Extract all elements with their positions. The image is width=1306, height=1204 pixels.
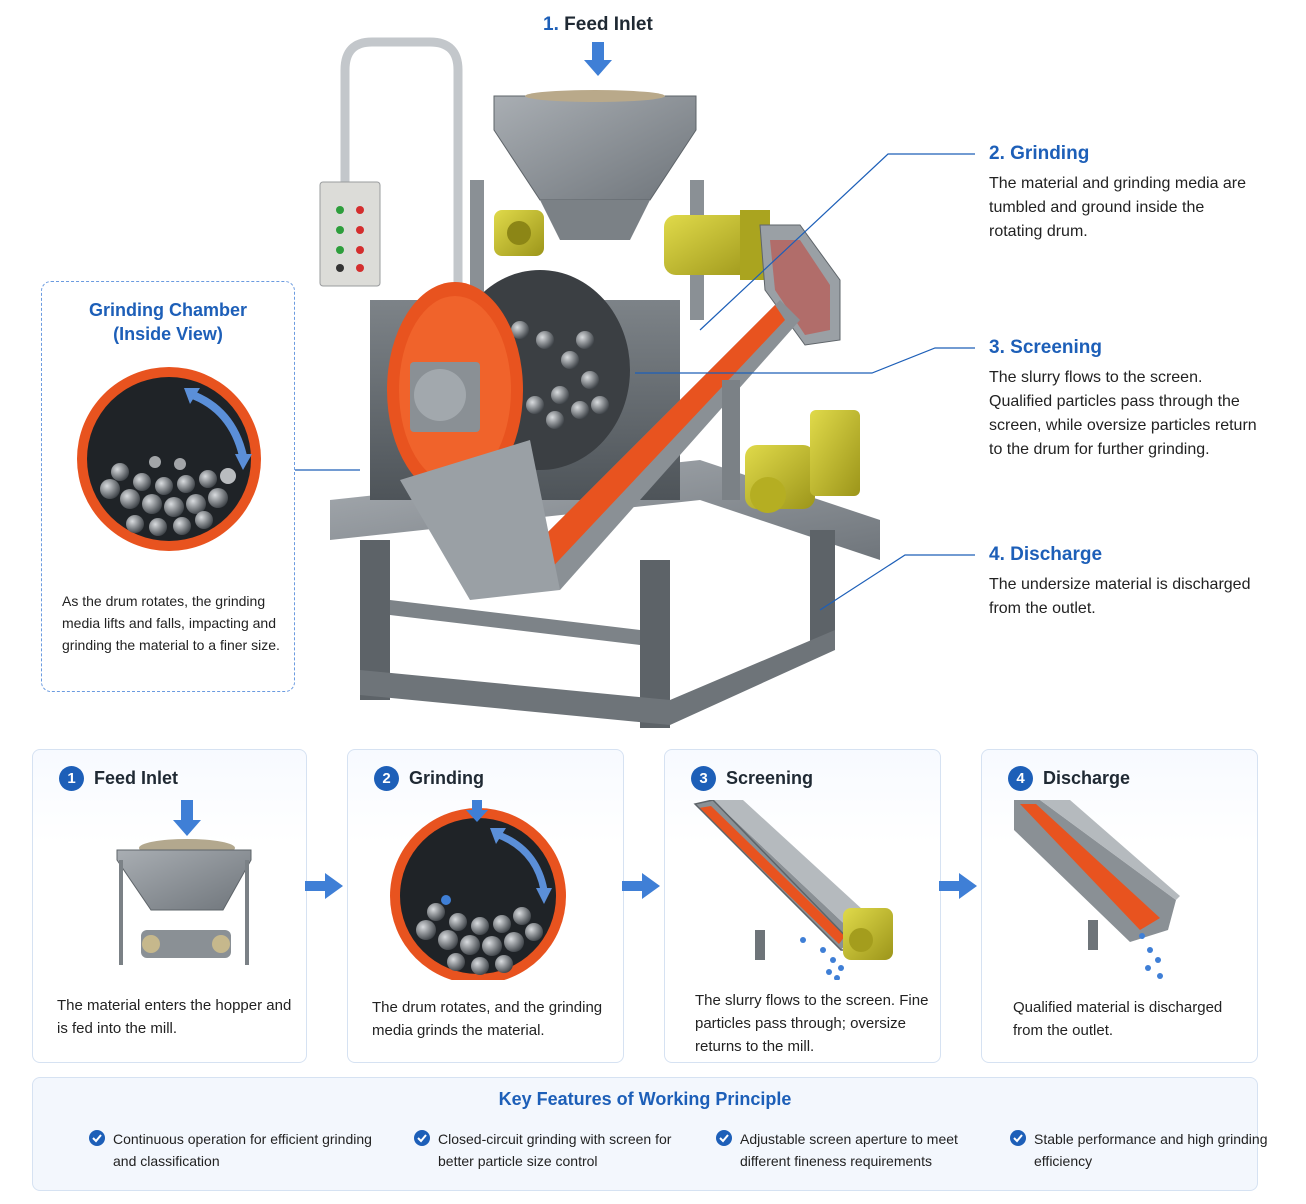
check-circle-icon <box>414 1130 430 1146</box>
machine-illustration: 1. Feed Inlet 2. Grinding The material a… <box>41 14 1257 728</box>
callout-screening-text: The slurry flows to the screen. Qualifie… <box>989 369 1257 458</box>
step-card-feed-inlet: 1 Feed Inlet The material enters the hop… <box>32 749 307 1063</box>
feature-item: Stable performance and high grinding eff… <box>1010 1128 1294 1172</box>
small-motor <box>494 210 544 256</box>
callout-discharge-title: 4. Discharge <box>989 544 1102 566</box>
screen-chute-icon <box>693 800 893 980</box>
step-card-header: 4 Discharge <box>1008 766 1130 791</box>
callout-screening-title: 3. Screening <box>989 337 1102 359</box>
control-box <box>319 181 381 287</box>
callout-screening-number: 3. <box>989 337 1005 358</box>
leader-lines <box>295 153 975 611</box>
chamber-title-line2: (Inside View) <box>113 324 223 344</box>
key-features-panel: Key Features of Working Principle Contin… <box>32 1077 1268 1191</box>
flow-arrow-icon <box>305 873 343 899</box>
feature-item: Closed-circuit grinding with screen for … <box>414 1128 698 1172</box>
main-motor <box>664 210 841 346</box>
check-circle-icon <box>1010 1130 1026 1146</box>
hopper <box>470 90 704 320</box>
chamber-description: As the drum rotates, the grinding media … <box>62 593 280 653</box>
chamber-title-line1: Grinding Chamber <box>88 300 247 320</box>
callout-discharge-label: Discharge <box>1010 544 1103 565</box>
step-card-header: 1 Feed Inlet <box>59 766 178 791</box>
step-card-header: 2 Grinding <box>374 766 484 791</box>
step-title: Grinding <box>409 768 484 788</box>
flow-arrow-icon <box>939 873 977 899</box>
callout-grinding-title: 2. Grinding <box>989 143 1089 165</box>
feature-text: Adjustable screen aperture to meet diffe… <box>740 1131 958 1169</box>
step-title: Discharge <box>1043 768 1131 788</box>
step-title: Feed Inlet <box>94 768 179 788</box>
callout-screening-label: Screening <box>1010 337 1103 358</box>
feature-item: Continuous operation for efficient grind… <box>89 1128 373 1172</box>
step-number-badge: 4 <box>1008 766 1033 791</box>
pipe-handle <box>340 37 463 295</box>
step-number-badge: 1 <box>59 766 84 791</box>
check-circle-icon <box>716 1130 732 1146</box>
feature-text: Stable performance and high grinding eff… <box>1034 1131 1268 1169</box>
callout-discharge-text: The undersize material is discharged fro… <box>989 576 1251 617</box>
discharge-chute-icon <box>1014 800 1180 979</box>
drum-icon <box>390 800 566 980</box>
callout-feed-label: Feed Inlet <box>564 14 653 35</box>
callout-feed-number: 1. <box>543 14 559 35</box>
step-description: Qualified material is discharged from th… <box>1013 999 1223 1039</box>
chamber-title: Grinding Chamber (Inside View) <box>42 298 294 346</box>
feed-arrow-icon <box>584 42 612 76</box>
step-title: Screening <box>726 768 814 788</box>
step-card-grinding: 2 Grinding The drum rotates, and the gri… <box>347 749 624 1063</box>
feature-text: Closed-circuit grinding with screen for … <box>438 1131 672 1169</box>
callout-grinding-label: Grinding <box>1010 143 1090 164</box>
machine-drawing <box>295 37 975 728</box>
grinding-chamber-inset: Grinding Chamber (Inside View) As the dr… <box>41 281 295 692</box>
chamber-drum-icon <box>77 367 261 551</box>
key-features-title: Key Features of Working Principle <box>498 1089 792 1109</box>
step-number-badge: 3 <box>691 766 716 791</box>
flow-arrow-icon <box>622 873 660 899</box>
feature-item: Adjustable screen aperture to meet diffe… <box>716 1128 1000 1172</box>
step-card-discharge: 4 Discharge Qualified material is discha… <box>981 749 1258 1063</box>
step-description: The material enters the hopper and is fe… <box>57 997 292 1037</box>
drive-motor <box>722 380 860 513</box>
step-card-screening: 3 Screening The slurry flows to the scre… <box>664 749 941 1063</box>
callout-grinding-text: The material and grinding media are tumb… <box>989 175 1247 240</box>
hopper-icon <box>116 800 252 965</box>
callout-feed-title: 1. Feed Inlet <box>543 14 653 36</box>
check-circle-icon <box>89 1130 105 1146</box>
callout-discharge-number: 4. <box>989 544 1005 565</box>
step-description: The drum rotates, and the grinding media… <box>372 999 603 1039</box>
feature-text: Continuous operation for efficient grind… <box>113 1131 372 1169</box>
step-description: The slurry flows to the screen. Fine par… <box>695 992 929 1055</box>
step-card-header: 3 Screening <box>691 766 813 791</box>
callout-grinding-number: 2. <box>989 143 1005 164</box>
step-number-badge: 2 <box>374 766 399 791</box>
